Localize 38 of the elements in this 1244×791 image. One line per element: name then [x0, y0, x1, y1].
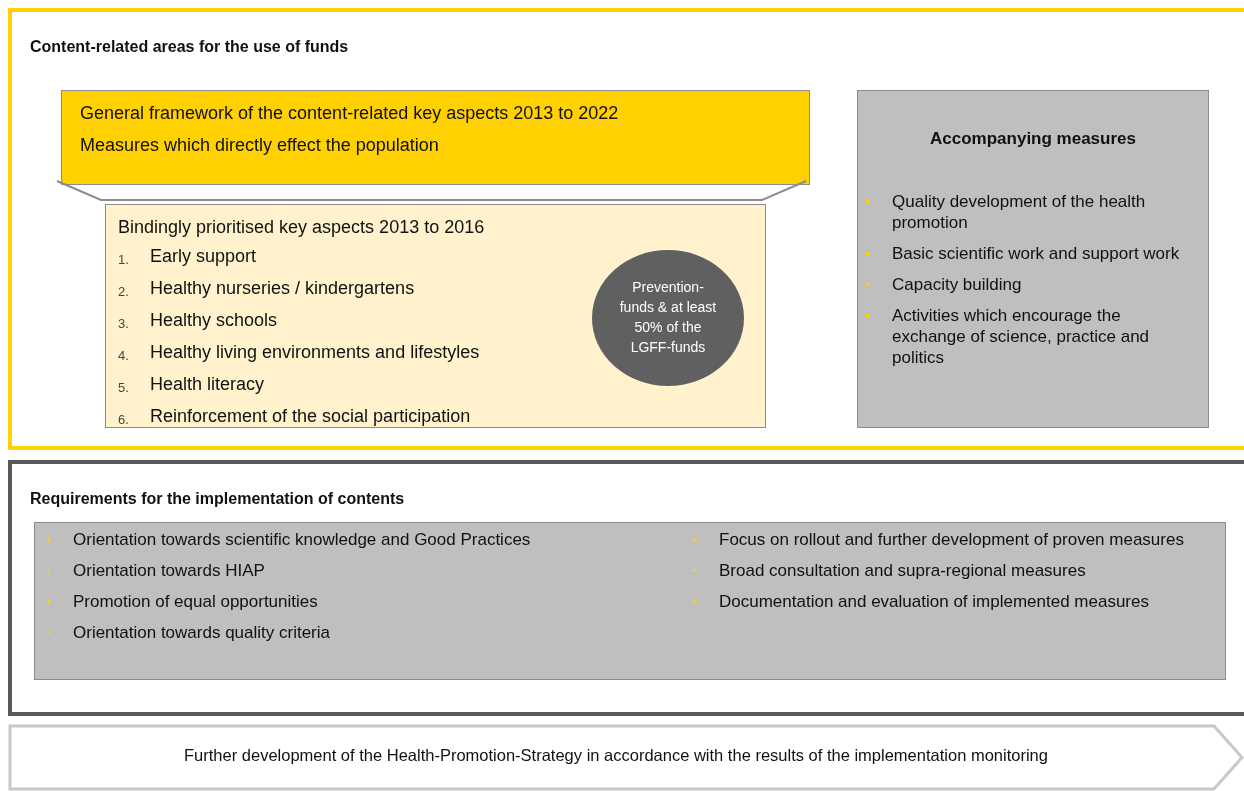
requirements-box: [34, 522, 1226, 680]
list-number: 5.: [118, 379, 130, 397]
bullet-item: Orientation towards quality criteria: [39, 622, 639, 643]
section-heading: Content-related areas for the use of funds: [30, 38, 349, 56]
chevron-band: [8, 724, 1244, 791]
list-item: Healthy nurseries / kindergartens: [150, 277, 415, 300]
list-item: Healthy living environments and lifestyles: [150, 341, 480, 364]
list-item: Healthy schools: [150, 309, 278, 332]
bullet-item: Quality development of the health promotion: [858, 191, 1193, 233]
bullet-item: Orientation towards HIAP: [39, 560, 639, 581]
list-number: 1.: [118, 251, 130, 269]
box-heading: Accompanying measures: [929, 129, 1137, 149]
box-heading: Bindingly prioritised key aspects 2013 to 2016: [118, 217, 485, 238]
bullet-item: Capacity building: [858, 274, 1193, 295]
band-text: Further development of the Health-Promotion-Strategy in accordance with the results of the implementation monitoring: [183, 746, 1049, 765]
list-number: 2.: [118, 283, 130, 301]
list-number: 4.: [118, 347, 130, 365]
priority-box: [105, 204, 766, 428]
section-heading: Requirements for the implementation of contents: [30, 490, 405, 508]
bullet-item: Activities which encourage the exchange of science, practice and politics: [858, 305, 1193, 368]
list-number: 6.: [118, 411, 130, 429]
bullet-item: Basic scientific work and support work: [858, 243, 1193, 264]
measures-box: [857, 90, 1209, 428]
box-text: General framework of the content-related key aspects 2013 to 2022: [80, 103, 619, 124]
framework-box: [61, 90, 810, 185]
circle-text: Prevention-funds & at least 50% of the LGFF-funds: [618, 278, 718, 357]
list-item: Early support: [150, 245, 257, 268]
bullet-item: Broad consultation and supra-regional measures: [685, 560, 1215, 581]
box-text: Measures which directly effect the population: [80, 135, 439, 156]
section-panel: [8, 8, 1244, 450]
bullet-item: Focus on rollout and further development of proven measures: [685, 529, 1215, 550]
bullet-item: Orientation towards scientific knowledge and Good Practices: [39, 529, 639, 550]
bullet-item: Documentation and evaluation of implemented measures: [685, 591, 1215, 612]
list-number: 3.: [118, 315, 130, 333]
list-item: Reinforcement of the social participation: [150, 405, 471, 428]
list-item: Health literacy: [150, 373, 265, 396]
section-panel: [8, 460, 1244, 716]
bullet-item: Promotion of equal opportunities: [39, 591, 639, 612]
